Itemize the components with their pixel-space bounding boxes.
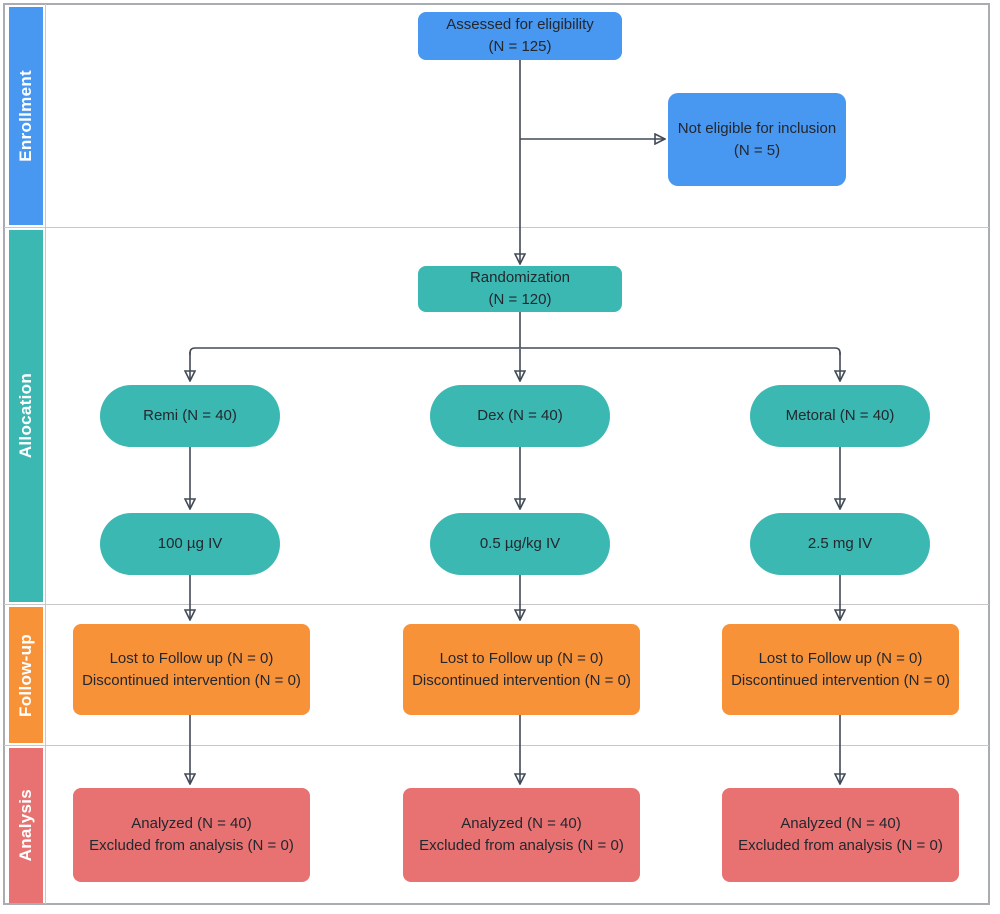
divider-enrollment-allocation	[4, 227, 989, 228]
lane-strip-followup: Follow-up	[9, 607, 43, 743]
node-text-line: Excluded from analysis (N = 0)	[89, 837, 294, 854]
lane-strip-analysis: Analysis	[9, 748, 43, 903]
node-analysis-remi: Analyzed (N = 40) Excluded from analysis…	[73, 788, 310, 882]
lane-label-separator	[45, 4, 46, 904]
node-text-line: Randomization	[469, 269, 571, 287]
lane-label-followup: Follow-up	[16, 633, 35, 717]
node-text-line: (N = 5)	[733, 141, 781, 159]
lane-label-enrollment: Enrollment	[16, 70, 35, 162]
node-text-line: Dex (N = 40)	[477, 407, 563, 425]
node-text-line: Discontinued intervention (N = 0)	[82, 671, 301, 689]
node-text-line: Not eligible for inclusion	[677, 119, 837, 137]
node-followup-metoral: Lost to Follow up (N = 0) Discontinued i…	[722, 624, 959, 715]
node-analysis-dex: Analyzed (N = 40) Excluded from analysis…	[403, 788, 640, 882]
lane-strip-allocation: Allocation	[9, 230, 43, 602]
lane-label-analysis: Analysis	[16, 789, 35, 862]
node-not-eligible: Not eligible for inclusion (N = 5)	[668, 93, 846, 186]
node-text-line: Discontinued intervention (N = 0)	[412, 671, 631, 689]
node-text-line: 100 µg IV	[157, 535, 223, 553]
node-assessed-eligibility: Assessed for eligibility (N = 125)	[418, 12, 622, 60]
node-text-line: Discontinued intervention (N = 0)	[731, 671, 950, 689]
node-randomization: Randomization (N = 120)	[418, 266, 622, 312]
node-text-line: Remi (N = 40)	[143, 407, 237, 425]
node-arm-remi: Remi (N = 40)	[100, 385, 280, 447]
lane-label-allocation: Allocation	[16, 373, 35, 459]
node-text-line: Lost to Follow up (N = 0)	[439, 649, 604, 667]
node-dose-remi: 100 µg IV	[100, 513, 280, 575]
diagram-frame	[3, 3, 990, 905]
node-text-line: Lost to Follow up (N = 0)	[758, 649, 923, 667]
node-text-line: Lost to Follow up (N = 0)	[109, 649, 274, 667]
divider-followup-analysis	[4, 745, 989, 746]
node-arm-metoral: Metoral (N = 40)	[750, 385, 930, 447]
lane-strip-enrollment: Enrollment	[9, 7, 43, 225]
node-text-line: Metoral (N = 40)	[785, 407, 895, 425]
node-text-line: Analyzed (N = 40)	[461, 815, 582, 833]
divider-allocation-followup	[4, 604, 989, 605]
node-text-line: (N = 120)	[488, 291, 552, 308]
node-text-line: Excluded from analysis (N = 0)	[738, 837, 943, 854]
node-analysis-metoral: Analyzed (N = 40) Excluded from analysis…	[722, 788, 959, 882]
node-text-line: Analyzed (N = 40)	[780, 815, 901, 833]
node-text-line: 2.5 mg IV	[807, 535, 873, 553]
node-followup-remi: Lost to Follow up (N = 0) Discontinued i…	[73, 624, 310, 715]
node-text-line: (N = 125)	[488, 38, 552, 55]
node-text-line: 0.5 µg/kg IV	[479, 535, 561, 553]
node-text-line: Assessed for eligibility	[446, 16, 594, 34]
node-dose-metoral: 2.5 mg IV	[750, 513, 930, 575]
node-text-line: Analyzed (N = 40)	[131, 815, 252, 833]
node-followup-dex: Lost to Follow up (N = 0) Discontinued i…	[403, 624, 640, 715]
node-dose-dex: 0.5 µg/kg IV	[430, 513, 610, 575]
node-arm-dex: Dex (N = 40)	[430, 385, 610, 447]
node-text-line: Excluded from analysis (N = 0)	[419, 837, 624, 854]
